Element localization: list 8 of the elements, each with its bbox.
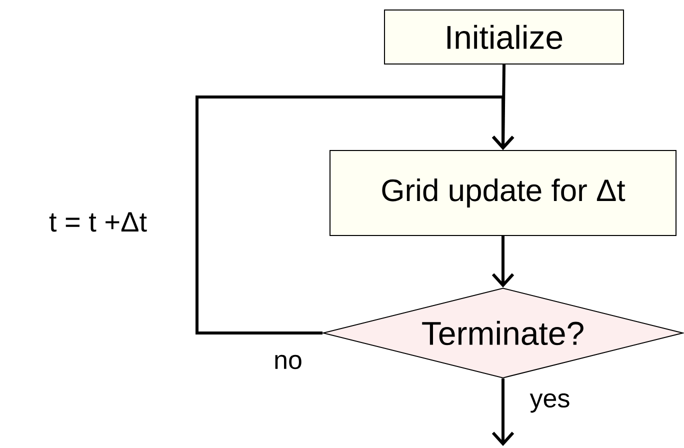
edge-label: yes: [528, 392, 572, 414]
edge-label: no: [272, 354, 304, 370]
arrow: [492, 236, 514, 288]
process-box: Grid update for Δt: [330, 150, 676, 236]
arrow: [196, 96, 514, 334]
arrow: [492, 378, 514, 446]
loop-label: t = t +Δt: [49, 212, 147, 232]
process-box: Initialize: [384, 10, 624, 64]
